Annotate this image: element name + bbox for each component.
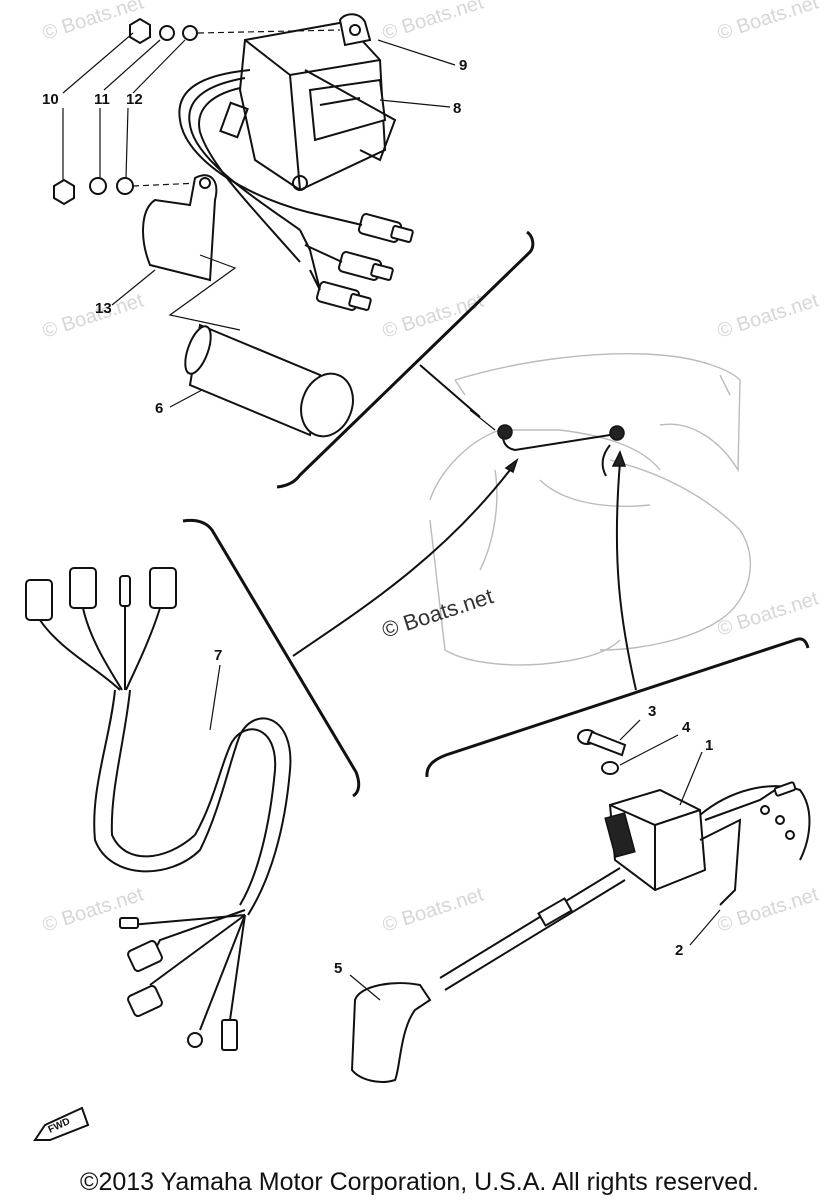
watermark: © Boats.net [380,0,487,45]
callout-1: 1 [705,737,713,754]
watermark: © Boats.net [715,883,822,936]
cdi-unit [219,13,397,192]
ignition-coil-2 [604,781,811,906]
callout-8: 8 [453,100,461,117]
plug-cap [350,867,626,1083]
bolt-and-washer [577,729,627,775]
callout-13: 13 [95,300,112,317]
callout-4: 4 [682,719,691,736]
wire-harness [25,567,292,1051]
watermark-layer: © Boats.net © Boats.net © Boats.net © Bo… [40,0,822,937]
cdi-wires [178,69,414,311]
center-watermark: © Boats.net [379,583,496,642]
callout-6: 6 [155,400,163,417]
callout-9: 9 [459,57,467,74]
ignition-coil [184,323,354,438]
callout-labels: 10 11 12 9 8 13 6 7 3 4 1 2 5 [42,57,713,977]
watermark: © Boats.net [715,0,822,45]
watermark: © Boats.net [380,883,487,936]
watermark: © Boats.net [380,289,487,342]
mount-hardware [53,17,341,206]
bracket-strap [142,174,241,331]
watermark: © Boats.net [40,289,147,342]
forward-arrow-icon: FWD [33,1106,90,1141]
bracket-lines [182,230,810,798]
watermark: © Boats.net [715,289,822,342]
watermark: © Boats.net [715,587,822,640]
callout-5: 5 [334,960,342,977]
callout-12: 12 [126,91,143,108]
callout-11: 11 [94,91,110,108]
frame-connectors [469,409,625,477]
callout-3: 3 [648,703,656,720]
callout-7: 7 [214,647,222,664]
callout-leaders [62,32,721,1001]
callout-10: 10 [42,91,59,108]
copyright-notice: ©2013 Yamaha Motor Corporation, U.S.A. A… [80,1168,759,1196]
callout-2: 2 [675,942,683,959]
motorcycle-outline [429,353,752,666]
